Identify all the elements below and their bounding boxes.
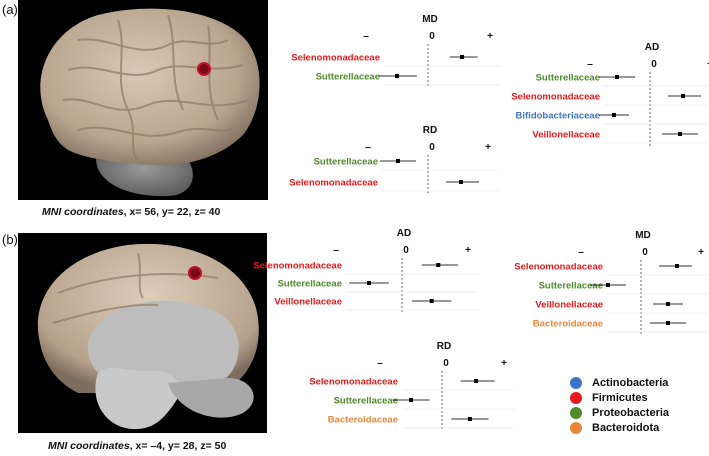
legend-item-firmicutes: Firmicutes <box>570 390 669 405</box>
forest-plot-plus-sign: + <box>465 245 471 256</box>
forest-plot-title: AD <box>397 228 411 239</box>
brain-image-medial <box>18 233 267 433</box>
forest-plot-zero-label: 0 <box>429 142 435 153</box>
caption-a-italic: MNI coordinates <box>42 206 124 218</box>
legend-item-proteobacteria: Proteobacteria <box>570 405 669 420</box>
forest-plot-estimate-point <box>666 302 670 306</box>
forest-plot-taxon-label: Veillonellaceae <box>532 130 600 141</box>
forest-plot-zero-label: 0 <box>642 247 648 258</box>
forest-plot-taxon-label: Bifidobacteriaceae <box>516 111 600 122</box>
forest-plot-minus-sign: – <box>365 142 371 153</box>
forest-plot-estimate-point <box>678 132 682 136</box>
forest-plot-taxon-label: Veillonellaceae <box>535 300 603 311</box>
forest-plot-estimate-point <box>396 159 400 163</box>
forest-plot-title: MD <box>422 14 438 25</box>
forest-plot-taxon-label: Selenomonadaceae <box>514 262 603 273</box>
forest-plot-taxon-label: Sutterellaceae <box>334 396 398 407</box>
forest-plot-taxon-label: Bacteroidaceae <box>533 319 603 330</box>
forest-plot-taxon-label: Sutterellaceae <box>536 73 600 84</box>
forest-plot-zero-label: 0 <box>651 59 657 70</box>
caption-a-rest: , x= 56, y= 22, z= 40 <box>123 206 221 218</box>
caption-a: MNI coordinates, x= 56, y= 22, z= 40 <box>42 206 220 218</box>
forest-plot-plus-sign: + <box>501 358 507 369</box>
forest-plot-estimate-point <box>429 299 434 303</box>
forest-plot-estimate-point <box>615 75 619 79</box>
forest-plot-title: AD <box>645 42 659 53</box>
legend-label: Proteobacteria <box>592 406 670 419</box>
forest-plot-estimate-point <box>436 263 441 267</box>
legend-dot-proteobacteria <box>570 406 582 419</box>
forest-plot-minus-sign: – <box>333 245 339 256</box>
forest-plot-taxon-label: Bacteroidaceae <box>328 415 398 426</box>
forest-plot-estimate-point <box>612 113 616 117</box>
legend-item-actinobacteria: Actinobacteria <box>570 375 669 390</box>
forest-plot-title: MD <box>635 230 651 241</box>
forest-plot-estimate-point <box>675 264 679 268</box>
forest-plot-title: RD <box>437 341 451 352</box>
brain-medial-illustration <box>37 243 259 430</box>
forest-plot-zero-label: 0 <box>443 358 449 369</box>
forest-plot-taxon-label: Sutterellaceae <box>539 281 603 292</box>
forest-plot-taxon-label: Selenomonadaceae <box>289 178 378 189</box>
panel-label-b: (b) <box>2 232 18 247</box>
forest-plot-minus-sign: – <box>587 59 593 70</box>
forest-plot-estimate-point <box>666 321 670 325</box>
forest-plot-taxon-label: Selenomonadaceae <box>309 377 398 388</box>
forest-plot-minus-sign: – <box>363 31 369 42</box>
forest-plot-estimate-point <box>606 283 610 287</box>
forest-plot-estimate-point <box>395 74 399 78</box>
legend-label: Firmicutes <box>592 391 648 404</box>
legend-dot-actinobacteria <box>570 376 582 389</box>
forest-plot-taxon-label: Selenomonadaceae <box>291 53 380 64</box>
forest-plot-estimate-point <box>459 180 463 184</box>
forest-plot-estimate-point <box>474 379 479 383</box>
forest-plot-title: RD <box>423 125 437 136</box>
forest-plot-taxon-label: Selenomonadaceae <box>511 92 600 103</box>
forest-plot-taxon-label: Sutterellaceae <box>314 157 378 168</box>
forest-plot-taxon-label: Sutterellaceae <box>278 279 342 290</box>
forest-plot-plus-sign: + <box>485 142 491 153</box>
forest-plot-estimate-point <box>409 398 413 402</box>
brain-lateral-illustration <box>40 8 260 197</box>
legend-item-bacteroidota: Bacteroidota <box>570 420 669 435</box>
forest-plot-estimate-point <box>467 417 472 421</box>
forest-plot-minus-sign: – <box>377 358 383 369</box>
forest-plot-zero-label: 0 <box>429 31 435 42</box>
brain-image-lateral <box>18 0 268 200</box>
caption-b-italic: MNI coordinates <box>48 440 130 452</box>
phylum-legend: Actinobacteria Firmicutes Proteobacteria… <box>570 375 669 435</box>
forest-plot-minus-sign: – <box>578 247 584 258</box>
forest-plot-taxon-label: Sutterellaceae <box>316 72 380 83</box>
forest-plot-plus-sign: + <box>698 247 704 258</box>
legend-dot-firmicutes <box>570 391 582 404</box>
forest-plot-plus-sign: + <box>707 59 709 70</box>
legend-label: Bacteroidota <box>592 421 660 434</box>
panel-label-a: (a) <box>2 2 18 17</box>
legend-dot-bacteroidota <box>570 421 582 434</box>
forest-plot-estimate-point <box>681 94 685 98</box>
forest-plot-estimate-point <box>460 55 465 59</box>
forest-plot-taxon-label: Veillonellaceae <box>274 297 342 308</box>
forest-plot-plus-sign: + <box>487 31 493 42</box>
forest-plot-estimate-point <box>367 281 371 285</box>
forest-plot-taxon-label: Selenomonadaceae <box>253 261 342 272</box>
forest-plot-zero-label: 0 <box>403 245 409 256</box>
legend-label: Actinobacteria <box>592 376 669 389</box>
caption-b: MNI coordinates, x= –4, y= 28, z= 50 <box>48 440 226 452</box>
caption-b-rest: , x= –4, y= 28, z= 50 <box>129 440 227 452</box>
